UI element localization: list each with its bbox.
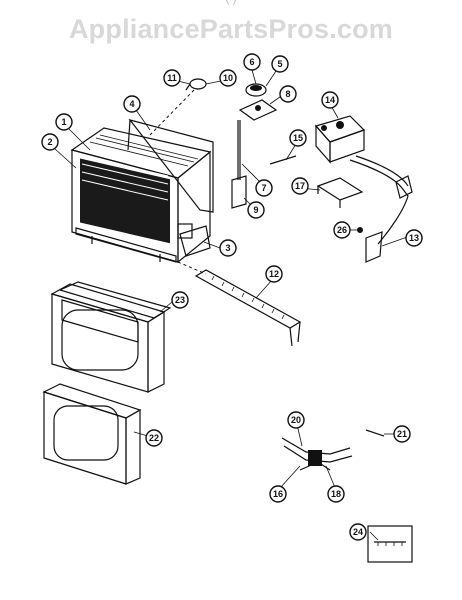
svg-text:10: 10 (223, 73, 233, 83)
igniter-assembly (281, 429, 385, 471)
svg-text:7: 7 (261, 183, 266, 193)
callout-5: 5 (271, 55, 289, 73)
svg-text:8: 8 (285, 89, 290, 99)
callout-4: 4 (123, 95, 141, 113)
callout-6: 6 (243, 53, 261, 71)
svg-text:4: 4 (129, 99, 134, 109)
callout-2: 2 (41, 133, 59, 151)
svg-text:3: 3 (225, 243, 230, 253)
callout-17: 17 (291, 177, 309, 195)
callout-23: 23 (171, 291, 189, 309)
callout-20: 20 (287, 411, 305, 429)
gas-valve (314, 115, 366, 164)
header-fragment: ( ) (0, 0, 462, 5)
svg-text:11: 11 (167, 73, 177, 83)
callout-21: 21 (393, 425, 411, 443)
svg-text:9: 9 (253, 205, 258, 215)
callout-12: 12 (265, 265, 283, 283)
svg-text:2: 2 (47, 137, 52, 147)
access-panel (179, 225, 211, 257)
svg-text:1: 1 (61, 117, 66, 127)
callout-3: 3 (219, 239, 237, 257)
callout-26: 26 (333, 221, 351, 239)
callout-15: 15 (289, 129, 307, 147)
heater-cabinet (70, 127, 212, 264)
callout-14: 14 (321, 91, 339, 109)
bracket-plate (316, 177, 364, 201)
callout-11: 11 (163, 69, 181, 87)
svg-text:22: 22 (149, 433, 159, 443)
svg-text:15: 15 (293, 133, 303, 143)
gas-tube (349, 159, 409, 245)
svg-text:24: 24 (353, 527, 363, 537)
svg-text:12: 12 (269, 269, 279, 279)
svg-text:6: 6 (249, 57, 254, 67)
burner-rail (194, 269, 302, 347)
svg-text:26: 26 (337, 225, 347, 235)
svg-text:16: 16 (273, 489, 283, 499)
label-box (367, 525, 413, 563)
svg-text:21: 21 (397, 429, 407, 439)
svg-text:17: 17 (295, 181, 305, 191)
svg-text:14: 14 (325, 95, 335, 105)
thermostat-assembly (231, 83, 278, 209)
callout-18: 18 (327, 485, 345, 503)
callout-16: 16 (269, 485, 287, 503)
door-panel-22 (42, 383, 142, 485)
svg-text:13: 13 (409, 233, 419, 243)
door-panel-23 (50, 281, 172, 393)
svg-text:5: 5 (277, 59, 282, 69)
callout-10: 10 (219, 69, 237, 87)
svg-text:23: 23 (175, 295, 185, 305)
back-panel (128, 118, 214, 213)
knob-part (189, 78, 207, 90)
callout-1: 1 (55, 113, 73, 131)
callout-8: 8 (279, 85, 297, 103)
callout-24: 24 (349, 523, 367, 541)
callout-7: 7 (255, 179, 273, 197)
callout-13: 13 (405, 229, 423, 247)
svg-text:20: 20 (291, 415, 301, 425)
callout-9: 9 (247, 201, 265, 219)
watermark: AppliancePartsPros.com (68, 14, 393, 44)
svg-text:18: 18 (331, 489, 341, 499)
callout-22: 22 (145, 429, 163, 447)
